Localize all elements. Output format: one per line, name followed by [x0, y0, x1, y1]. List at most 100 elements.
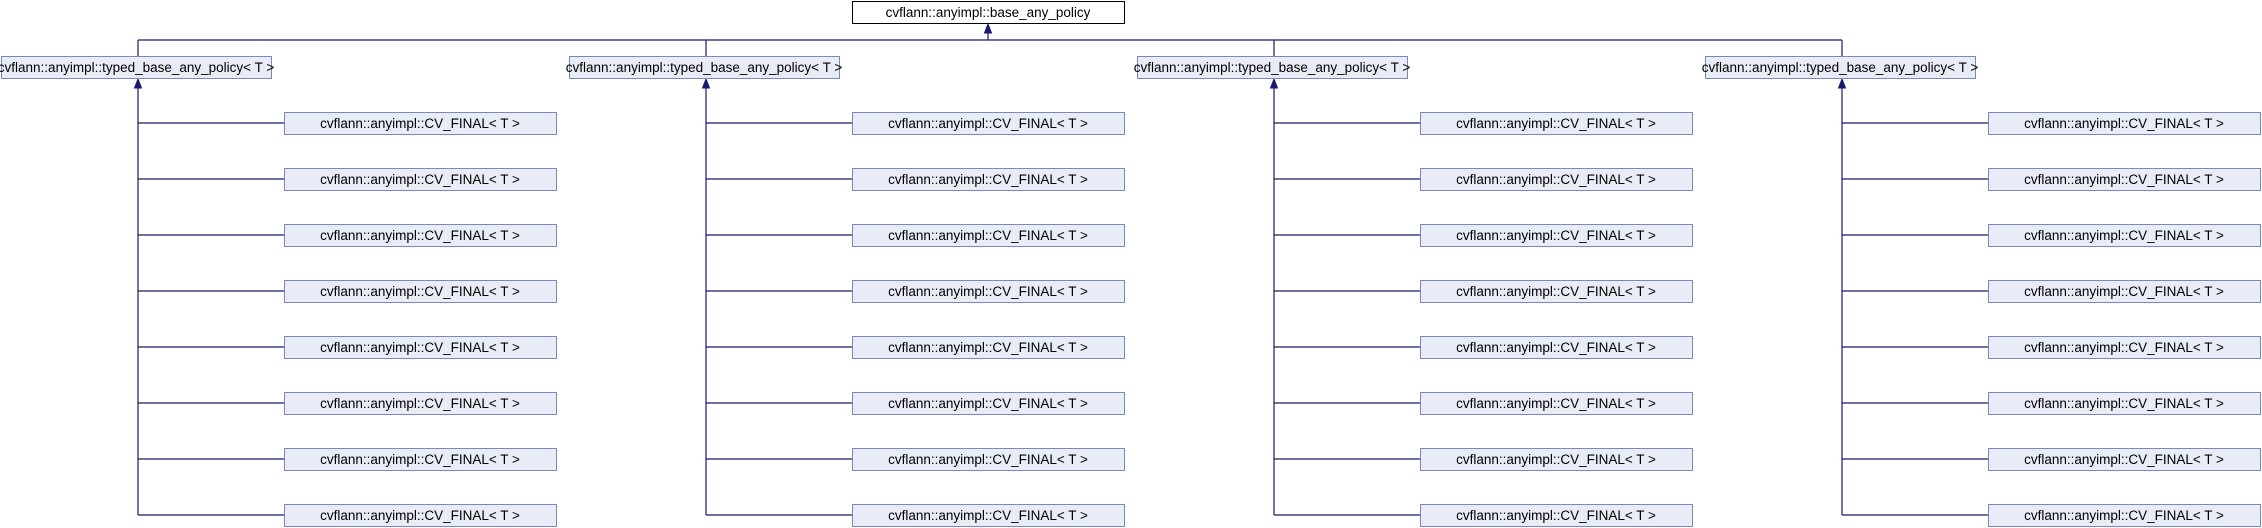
- class-node-cv-final[interactable]: cvflann::anyimpl::CV_FINAL< T >: [284, 112, 557, 135]
- class-node-cv-final[interactable]: cvflann::anyimpl::CV_FINAL< T >: [1988, 448, 2261, 471]
- class-node-cv-final-box: [1420, 448, 1693, 471]
- class-node-cv-final[interactable]: cvflann::anyimpl::CV_FINAL< T >: [1988, 224, 2261, 247]
- arrowhead-root: [983, 22, 993, 34]
- class-node-cv-final-box: [284, 112, 557, 135]
- class-node-cv-final[interactable]: cvflann::anyimpl::CV_FINAL< T >: [852, 504, 1125, 527]
- class-node-cv-final-label: cvflann::anyimpl::CV_FINAL< T >: [888, 340, 1088, 355]
- class-node-cv-final-box: [1420, 224, 1693, 247]
- class-node-cv-final[interactable]: cvflann::anyimpl::CV_FINAL< T >: [1420, 504, 1693, 527]
- class-node-base-any-policy: cvflann::anyimpl::base_any_policy: [852, 1, 1125, 24]
- class-node-cv-final[interactable]: cvflann::anyimpl::CV_FINAL< T >: [1988, 504, 2261, 527]
- class-node-cv-final[interactable]: cvflann::anyimpl::CV_FINAL< T >: [1988, 168, 2261, 191]
- class-node-cv-final-label: cvflann::anyimpl::CV_FINAL< T >: [888, 172, 1088, 187]
- class-node-cv-final[interactable]: cvflann::anyimpl::CV_FINAL< T >: [1988, 336, 2261, 359]
- class-node-cv-final-box: [1988, 112, 2261, 135]
- class-node-cv-final-label: cvflann::anyimpl::CV_FINAL< T >: [1456, 116, 1656, 131]
- class-node-cv-final-box: [284, 448, 557, 471]
- class-node-cv-final[interactable]: cvflann::anyimpl::CV_FINAL< T >: [1988, 280, 2261, 303]
- class-node-cv-final-box: [1988, 504, 2261, 527]
- class-node-cv-final[interactable]: cvflann::anyimpl::CV_FINAL< T >: [852, 168, 1125, 191]
- class-node-cv-final-label: cvflann::anyimpl::CV_FINAL< T >: [888, 284, 1088, 299]
- class-node-cv-final-label: cvflann::anyimpl::CV_FINAL< T >: [888, 396, 1088, 411]
- class-node-cv-final-box: [852, 168, 1125, 191]
- class-node-cv-final-box: [852, 504, 1125, 527]
- class-node-cv-final-label: cvflann::anyimpl::CV_FINAL< T >: [320, 452, 520, 467]
- class-node-cv-final-label: cvflann::anyimpl::CV_FINAL< T >: [1456, 396, 1656, 411]
- class-node-cv-final[interactable]: cvflann::anyimpl::CV_FINAL< T >: [1988, 112, 2261, 135]
- class-node-cv-final[interactable]: cvflann::anyimpl::CV_FINAL< T >: [284, 168, 557, 191]
- class-node-typed-base-any-policy-box: [569, 56, 840, 79]
- class-node-cv-final[interactable]: cvflann::anyimpl::CV_FINAL< T >: [852, 224, 1125, 247]
- class-node-base-any-policy-label: cvflann::anyimpl::base_any_policy: [886, 5, 1091, 20]
- class-node-cv-final[interactable]: cvflann::anyimpl::CV_FINAL< T >: [284, 504, 557, 527]
- class-node-cv-final-box: [284, 504, 557, 527]
- class-node-cv-final-label: cvflann::anyimpl::CV_FINAL< T >: [2024, 172, 2224, 187]
- class-node-cv-final-box: [1988, 168, 2261, 191]
- class-node-cv-final-box: [284, 224, 557, 247]
- class-node-cv-final-label: cvflann::anyimpl::CV_FINAL< T >: [320, 284, 520, 299]
- class-node-cv-final-label: cvflann::anyimpl::CV_FINAL< T >: [888, 508, 1088, 523]
- class-node-cv-final-label: cvflann::anyimpl::CV_FINAL< T >: [888, 452, 1088, 467]
- class-node-cv-final[interactable]: cvflann::anyimpl::CV_FINAL< T >: [1420, 280, 1693, 303]
- class-node-cv-final[interactable]: cvflann::anyimpl::CV_FINAL< T >: [1420, 392, 1693, 415]
- class-node-cv-final-box: [284, 392, 557, 415]
- class-node-cv-final[interactable]: cvflann::anyimpl::CV_FINAL< T >: [284, 392, 557, 415]
- class-node-cv-final-box: [1420, 168, 1693, 191]
- class-node-cv-final-label: cvflann::anyimpl::CV_FINAL< T >: [320, 508, 520, 523]
- class-node-cv-final-label: cvflann::anyimpl::CV_FINAL< T >: [2024, 508, 2224, 523]
- class-node-cv-final-label: cvflann::anyimpl::CV_FINAL< T >: [2024, 452, 2224, 467]
- class-node-cv-final-label: cvflann::anyimpl::CV_FINAL< T >: [1456, 172, 1656, 187]
- class-node-cv-final-label: cvflann::anyimpl::CV_FINAL< T >: [1456, 508, 1656, 523]
- class-node-cv-final-label: cvflann::anyimpl::CV_FINAL< T >: [2024, 228, 2224, 243]
- class-node-typed-base-any-policy[interactable]: cvflann::anyimpl::typed_base_any_policy<…: [1702, 56, 1979, 79]
- class-node-cv-final[interactable]: cvflann::anyimpl::CV_FINAL< T >: [1988, 392, 2261, 415]
- class-node-typed-base-any-policy-label: cvflann::anyimpl::typed_base_any_policy<…: [0, 60, 274, 75]
- class-node-cv-final[interactable]: cvflann::anyimpl::CV_FINAL< T >: [284, 448, 557, 471]
- class-node-typed-base-any-policy-label: cvflann::anyimpl::typed_base_any_policy<…: [1134, 60, 1411, 75]
- class-node-cv-final-label: cvflann::anyimpl::CV_FINAL< T >: [320, 116, 520, 131]
- class-node-cv-final-box: [1988, 448, 2261, 471]
- class-node-cv-final[interactable]: cvflann::anyimpl::CV_FINAL< T >: [852, 448, 1125, 471]
- class-node-cv-final-label: cvflann::anyimpl::CV_FINAL< T >: [1456, 228, 1656, 243]
- arrowhead-group-0: [133, 77, 143, 89]
- class-node-cv-final[interactable]: cvflann::anyimpl::CV_FINAL< T >: [1420, 224, 1693, 247]
- class-node-cv-final[interactable]: cvflann::anyimpl::CV_FINAL< T >: [852, 112, 1125, 135]
- class-node-typed-base-any-policy-label: cvflann::anyimpl::typed_base_any_policy<…: [566, 60, 843, 75]
- class-node-cv-final-label: cvflann::anyimpl::CV_FINAL< T >: [2024, 284, 2224, 299]
- class-node-typed-base-any-policy[interactable]: cvflann::anyimpl::typed_base_any_policy<…: [1134, 56, 1411, 79]
- class-node-cv-final-label: cvflann::anyimpl::CV_FINAL< T >: [888, 228, 1088, 243]
- class-node-cv-final[interactable]: cvflann::anyimpl::CV_FINAL< T >: [852, 392, 1125, 415]
- class-node-cv-final[interactable]: cvflann::anyimpl::CV_FINAL< T >: [1420, 448, 1693, 471]
- class-node-cv-final-label: cvflann::anyimpl::CV_FINAL< T >: [888, 116, 1088, 131]
- class-node-cv-final[interactable]: cvflann::anyimpl::CV_FINAL< T >: [284, 336, 557, 359]
- class-node-typed-base-any-policy[interactable]: cvflann::anyimpl::typed_base_any_policy<…: [566, 56, 843, 79]
- class-node-cv-final-label: cvflann::anyimpl::CV_FINAL< T >: [2024, 340, 2224, 355]
- class-node-cv-final[interactable]: cvflann::anyimpl::CV_FINAL< T >: [852, 336, 1125, 359]
- class-node-typed-base-any-policy[interactable]: cvflann::anyimpl::typed_base_any_policy<…: [0, 56, 274, 79]
- class-node-cv-final-box: [1988, 224, 2261, 247]
- class-node-typed-base-any-policy-box: [1, 56, 272, 79]
- class-node-cv-final-label: cvflann::anyimpl::CV_FINAL< T >: [2024, 116, 2224, 131]
- class-node-cv-final-box: [1988, 392, 2261, 415]
- class-node-cv-final[interactable]: cvflann::anyimpl::CV_FINAL< T >: [284, 280, 557, 303]
- class-node-cv-final-box: [1988, 280, 2261, 303]
- class-node-cv-final[interactable]: cvflann::anyimpl::CV_FINAL< T >: [1420, 112, 1693, 135]
- class-node-cv-final-box: [852, 392, 1125, 415]
- class-node-cv-final-label: cvflann::anyimpl::CV_FINAL< T >: [320, 396, 520, 411]
- class-node-base-any-policy-box: [852, 1, 1125, 24]
- class-node-cv-final-box: [284, 280, 557, 303]
- class-node-cv-final[interactable]: cvflann::anyimpl::CV_FINAL< T >: [1420, 336, 1693, 359]
- class-node-cv-final-box: [284, 168, 557, 191]
- class-node-cv-final-box: [1420, 336, 1693, 359]
- class-node-cv-final[interactable]: cvflann::anyimpl::CV_FINAL< T >: [852, 280, 1125, 303]
- class-node-cv-final-label: cvflann::anyimpl::CV_FINAL< T >: [320, 340, 520, 355]
- class-node-cv-final[interactable]: cvflann::anyimpl::CV_FINAL< T >: [1420, 168, 1693, 191]
- class-node-cv-final[interactable]: cvflann::anyimpl::CV_FINAL< T >: [284, 224, 557, 247]
- class-node-cv-final-label: cvflann::anyimpl::CV_FINAL< T >: [320, 228, 520, 243]
- class-node-cv-final-label: cvflann::anyimpl::CV_FINAL< T >: [1456, 340, 1656, 355]
- arrowhead-group-3: [1837, 77, 1847, 89]
- class-node-cv-final-box: [1420, 504, 1693, 527]
- class-node-typed-base-any-policy-box: [1705, 56, 1976, 79]
